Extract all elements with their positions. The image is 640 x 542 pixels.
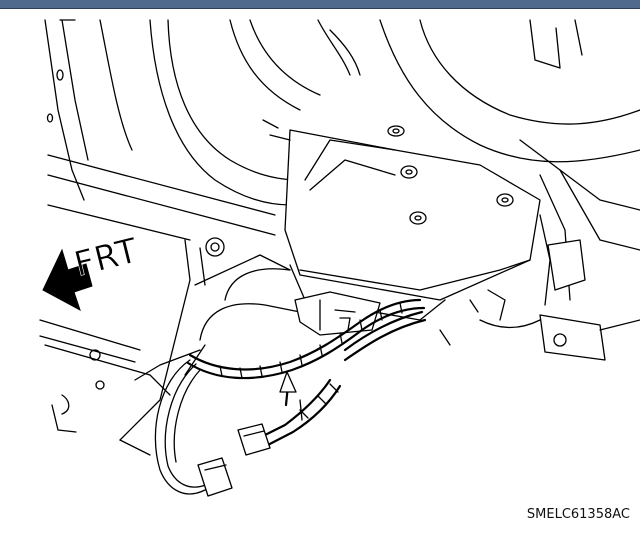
pigtail-wires xyxy=(155,360,208,494)
column-housing xyxy=(185,126,570,375)
left-pillar-panel xyxy=(45,20,300,205)
diagram-reference-code: SMELC61358AC xyxy=(526,507,630,522)
front-direction-arrow-icon xyxy=(43,250,92,310)
window-top-bar xyxy=(0,0,640,9)
connector-block xyxy=(295,292,380,335)
floor-member xyxy=(120,238,290,440)
harness-connectors xyxy=(198,424,270,496)
misc-details xyxy=(120,120,478,455)
upper-body-structure xyxy=(230,20,640,250)
harness-routing-arrow-icon xyxy=(280,372,302,420)
wire-harness-bundle xyxy=(188,300,425,448)
harness-routing-illustration xyxy=(0,9,640,542)
bracket-right xyxy=(480,240,640,360)
crossmember-rails xyxy=(40,155,275,432)
diagram-frame: FRT SMELC61358AC xyxy=(0,9,640,542)
